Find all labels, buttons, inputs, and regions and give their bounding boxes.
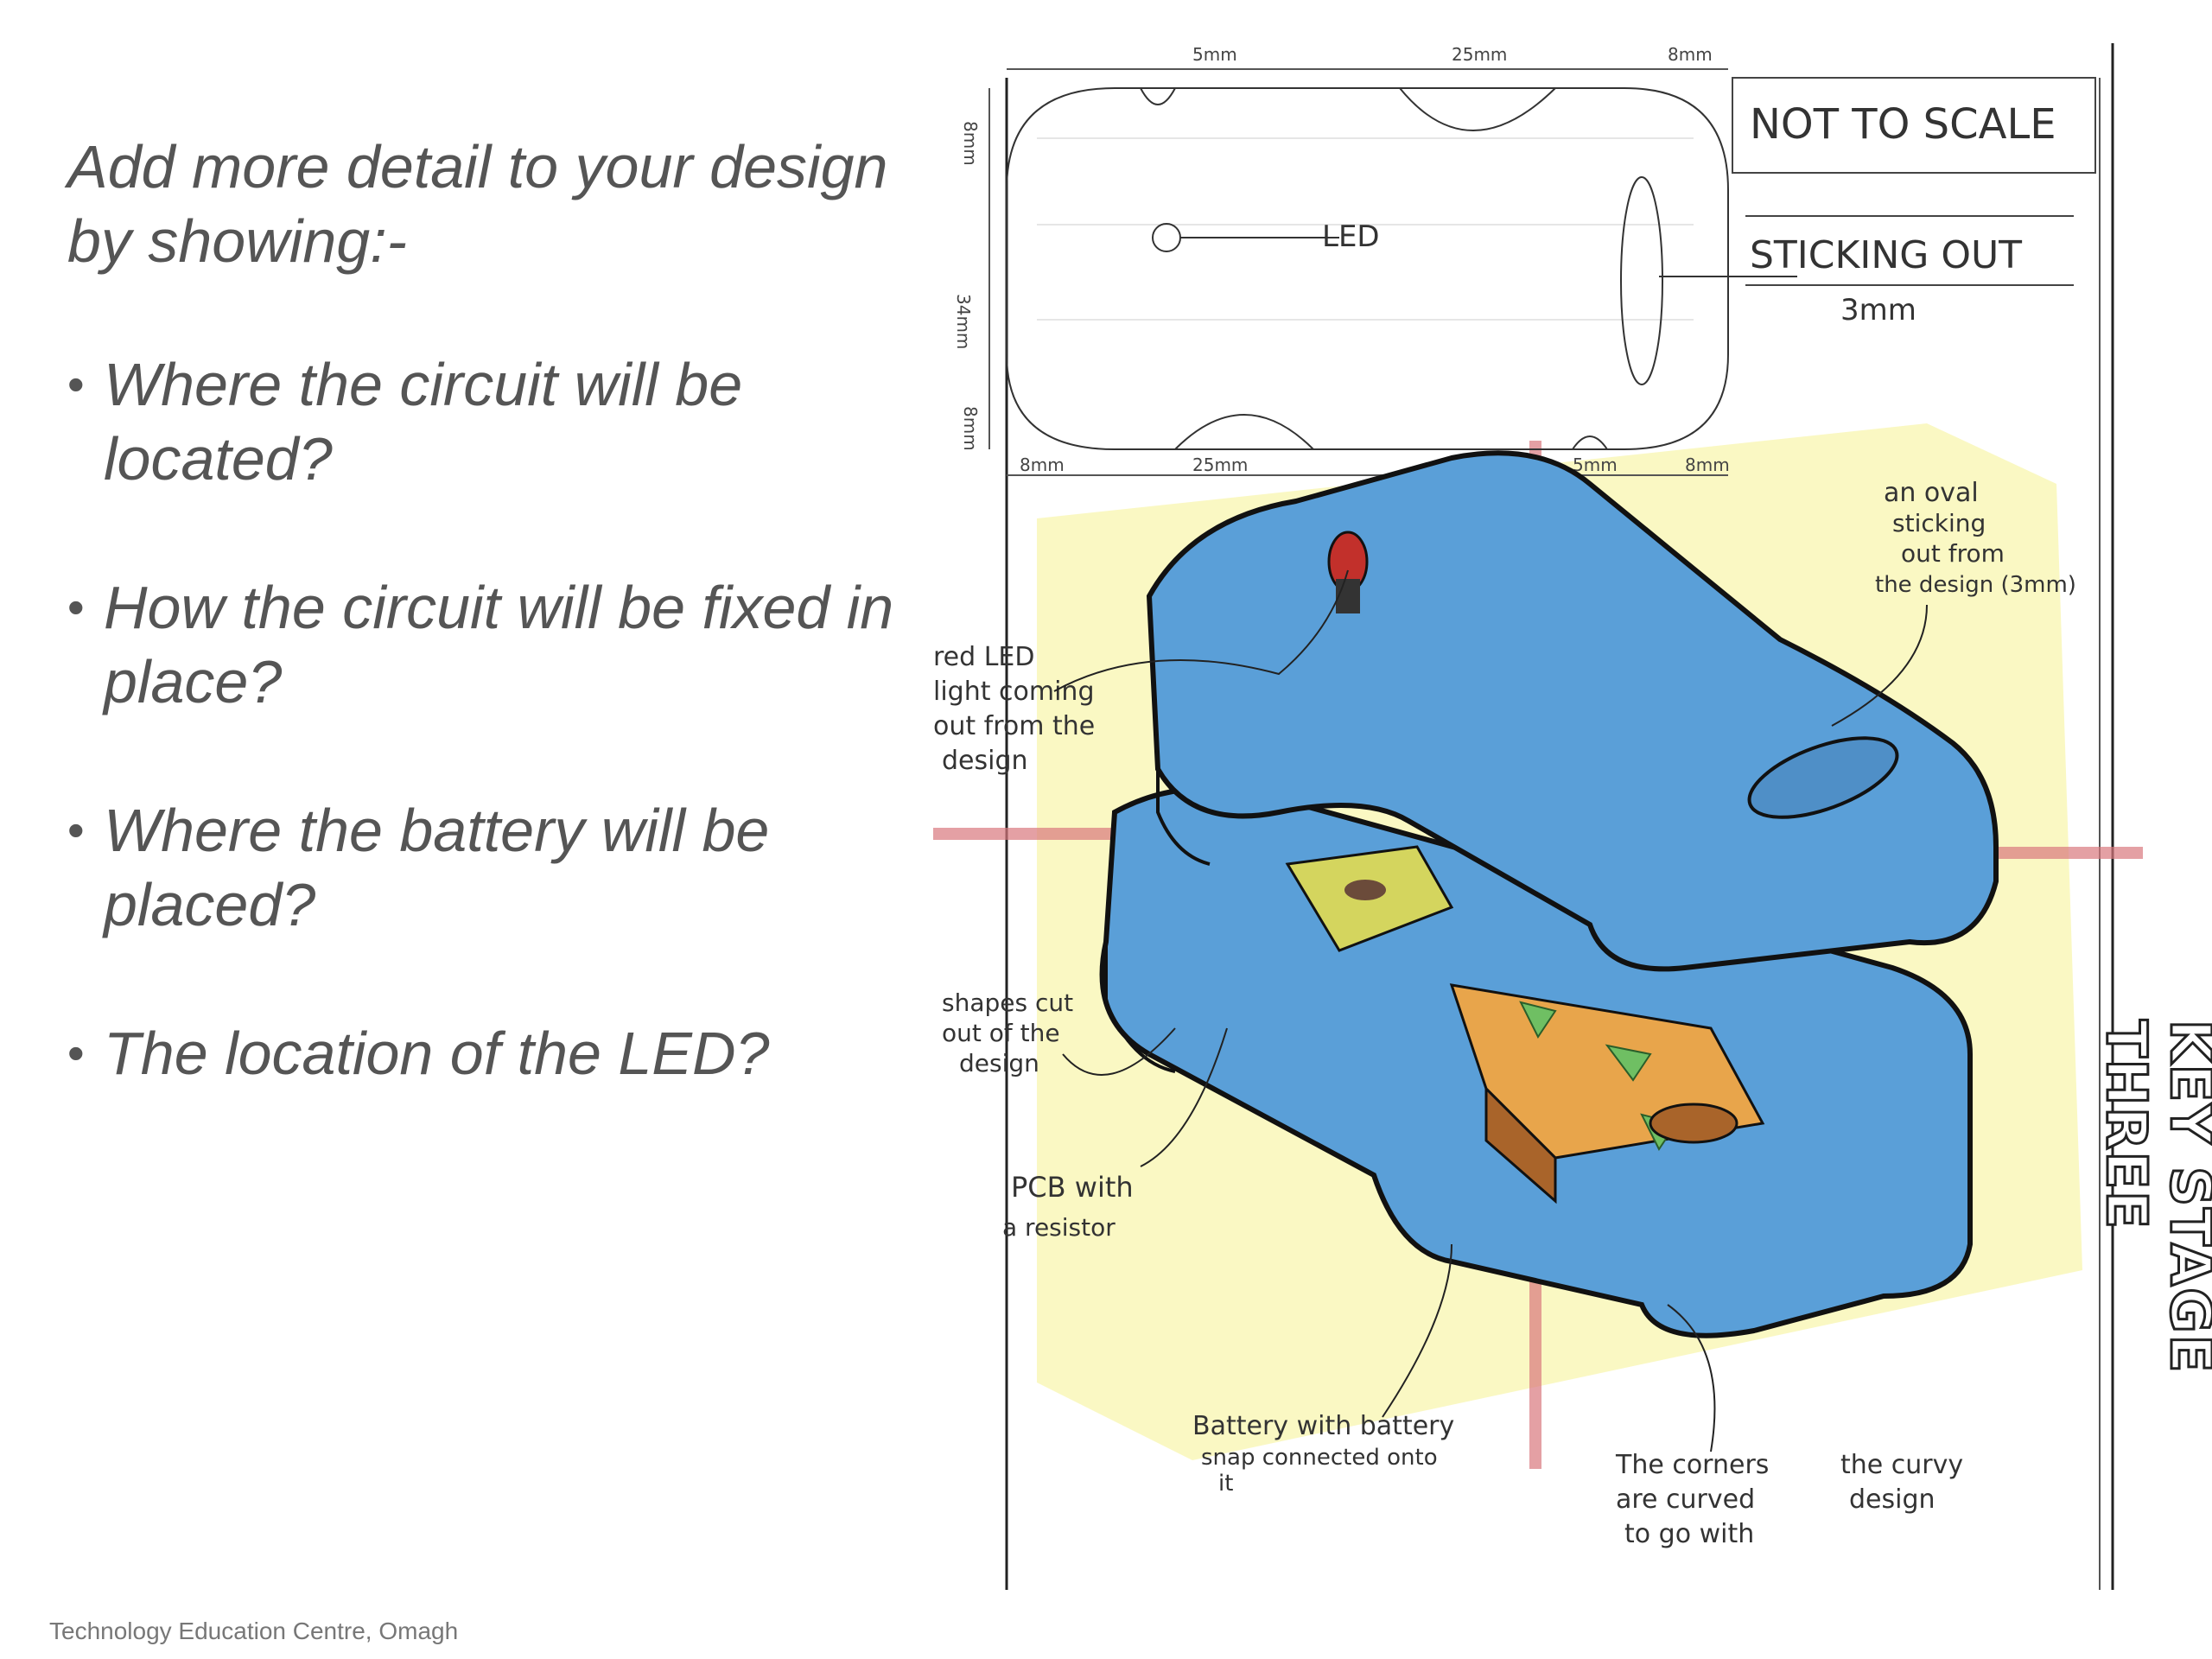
key-stage-label: KEY STAGE THREE xyxy=(2093,1019,2212,1590)
annotation-shapes: shapes cut out of the design xyxy=(942,988,1176,1077)
intro-text: Add more detail to your design by showin… xyxy=(67,133,888,275)
annotation-corners: The corners are curved to go with the cu… xyxy=(1615,1304,1963,1549)
sticking-out-label: STICKING OUT xyxy=(1750,233,2022,277)
dim-side-8-top: 8mm xyxy=(960,121,981,166)
dim-side-8-bottom: 8mm xyxy=(960,406,981,451)
svg-text:The corners: The corners xyxy=(1615,1450,1769,1480)
plan-view xyxy=(988,68,1797,476)
red-guide-left xyxy=(933,828,1115,840)
svg-text:to go with: to go with xyxy=(1624,1519,1754,1549)
annotation-red-led: red LED light coming out from the design xyxy=(933,569,1349,776)
svg-text:Battery with battery: Battery with battery xyxy=(1192,1411,1454,1441)
footer-credit: Technology Education Centre, Omagh xyxy=(49,1618,459,1644)
svg-text:a resistor: a resistor xyxy=(1002,1213,1116,1242)
dim-top-5: 5mm xyxy=(1192,44,1237,65)
dim-top-8: 8mm xyxy=(1668,44,1713,65)
bullet-text: Where the circuit will be located? xyxy=(104,351,743,493)
bullet-dot-icon: • xyxy=(67,803,85,857)
bullet-text: Where the battery will be placed? xyxy=(104,797,770,938)
svg-text:design: design xyxy=(1849,1484,1936,1515)
battery xyxy=(1449,983,1765,1205)
bullet-dot-icon: • xyxy=(67,1026,85,1080)
svg-text:are curved: are curved xyxy=(1616,1484,1755,1515)
svg-text:out from the: out from the xyxy=(933,711,1095,741)
dim-top-25: 25mm xyxy=(1452,44,1507,65)
sticking-out-value: 3mm xyxy=(1840,293,1916,327)
svg-text:the design (3mm): the design (3mm) xyxy=(1875,572,2076,598)
bullet-dot-icon: • xyxy=(67,580,85,634)
bullet-list: • Where the circuit will be located? • How… xyxy=(67,347,931,1090)
svg-text:PCB with: PCB with xyxy=(1011,1171,1134,1204)
svg-text:snap connected onto: snap connected onto xyxy=(1201,1445,1438,1471)
dim-bottom-8-left: 8mm xyxy=(1020,454,1065,475)
annotation-battery: Battery with battery snap connected onto… xyxy=(1192,1243,1454,1497)
svg-text:red LED: red LED xyxy=(933,642,1034,672)
red-guide-right xyxy=(1961,847,2143,859)
svg-text:sticking: sticking xyxy=(1892,509,1986,537)
upper-layer xyxy=(1146,450,1999,972)
bullet-text: The location of the LED? xyxy=(104,1020,770,1087)
bullet-dot-icon: • xyxy=(67,357,85,411)
note-box: NOT TO SCALE STICKING OUT 3mm xyxy=(1732,77,2096,327)
svg-text:light coming: light coming xyxy=(933,677,1095,707)
pcb-board xyxy=(1285,845,1454,952)
led-base xyxy=(1336,579,1360,613)
svg-text:design: design xyxy=(942,746,1028,776)
svg-text:the curvy: the curvy xyxy=(1840,1450,1963,1480)
annotation-oval: an oval sticking out from the design (3m… xyxy=(1831,478,2076,727)
svg-text:out from: out from xyxy=(1901,539,2005,568)
led-label: LED xyxy=(1322,219,1380,254)
dim-bottom-25: 25mm xyxy=(1192,454,1248,475)
dim-bottom-8-right: 8mm xyxy=(1685,454,1730,475)
bullet-item: • The location of the LED? xyxy=(67,1016,931,1090)
svg-text:an oval: an oval xyxy=(1884,478,1979,508)
bullet-text: How the circuit will be fixed in place? xyxy=(104,574,894,715)
svg-text:shapes cut: shapes cut xyxy=(942,988,1073,1017)
svg-text:design: design xyxy=(959,1049,1039,1077)
annotation-pcb: PCB with a resistor xyxy=(1002,1027,1228,1242)
svg-text:it: it xyxy=(1218,1471,1233,1497)
svg-text:out of the: out of the xyxy=(942,1019,1060,1047)
dim-height-34: 34mm xyxy=(953,294,974,349)
bullet-item: • Where the circuit will be located? xyxy=(67,347,931,496)
dim-bottom-5: 5mm xyxy=(1573,454,1618,475)
design-sketch: 5mm 25mm 8mm 34mm 8mm 8mm 8mm 25mm 5mm 8… xyxy=(933,43,2143,1590)
bullet-item: • Where the battery will be placed? xyxy=(67,793,931,942)
key-stage-text: KEY STAGE THREE xyxy=(2093,1019,2212,1376)
instruction-panel: Add more detail to your design by showin… xyxy=(67,130,931,1165)
not-to-scale-label: NOT TO SCALE xyxy=(1750,100,2056,149)
bullet-item: • How the circuit will be fixed in place? xyxy=(67,570,931,719)
